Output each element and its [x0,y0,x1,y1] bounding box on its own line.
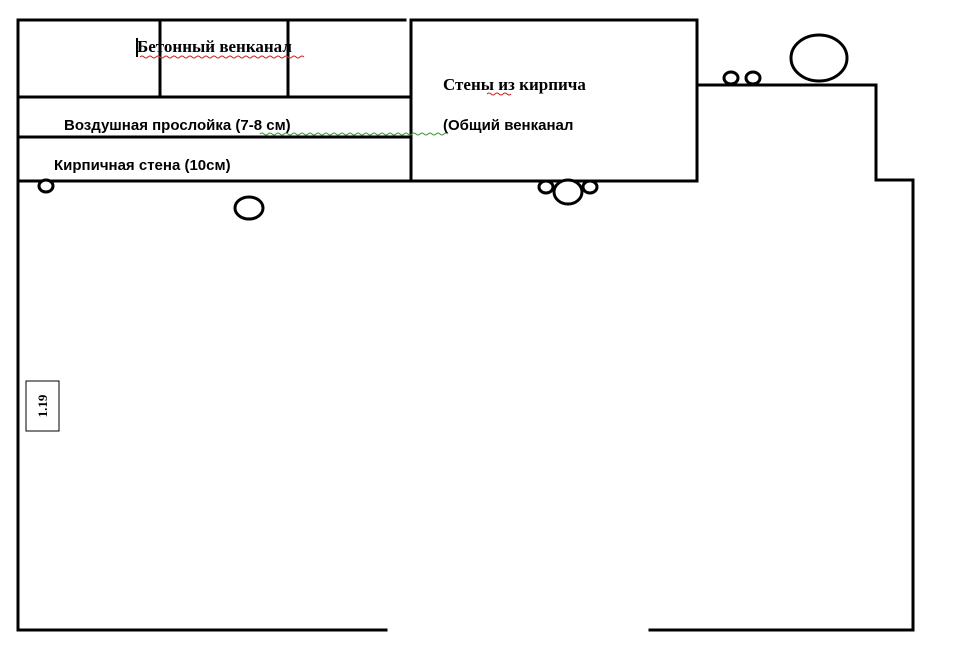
pipe-large-top [789,33,849,83]
room-tag: 1.19 [25,380,60,432]
room-outline [16,83,915,632]
pipe-medium-left [233,195,265,221]
room-tag-box [25,380,60,432]
vent-channel-block [16,18,413,185]
pipe-cluster-right [581,179,599,195]
label-brick-wall: Кирпичная стена (10см) [54,157,231,174]
pipe-small-top-1 [722,70,740,86]
label-concrete-vent-channel: Бетонный венканал [137,37,292,56]
pipe-small-left [37,178,55,194]
label-common-vent-channel: (Общий венканал [443,117,573,134]
label-brick-walls: Стены из кирпича [443,75,586,94]
pipe-cluster-left [537,179,555,195]
pipe-small-top-2 [744,70,762,86]
pipe-cluster-center [552,178,584,206]
pipes [37,33,849,221]
spellcheck-underline-2 [486,92,512,96]
brick-walls-block [409,18,699,183]
spellcheck-underline-1 [139,55,305,59]
grammar-underline [259,132,449,136]
room-tag-number: 1.19 [35,394,50,417]
label-air-gap: Воздушная прослойка (7-8 см) [64,117,291,134]
